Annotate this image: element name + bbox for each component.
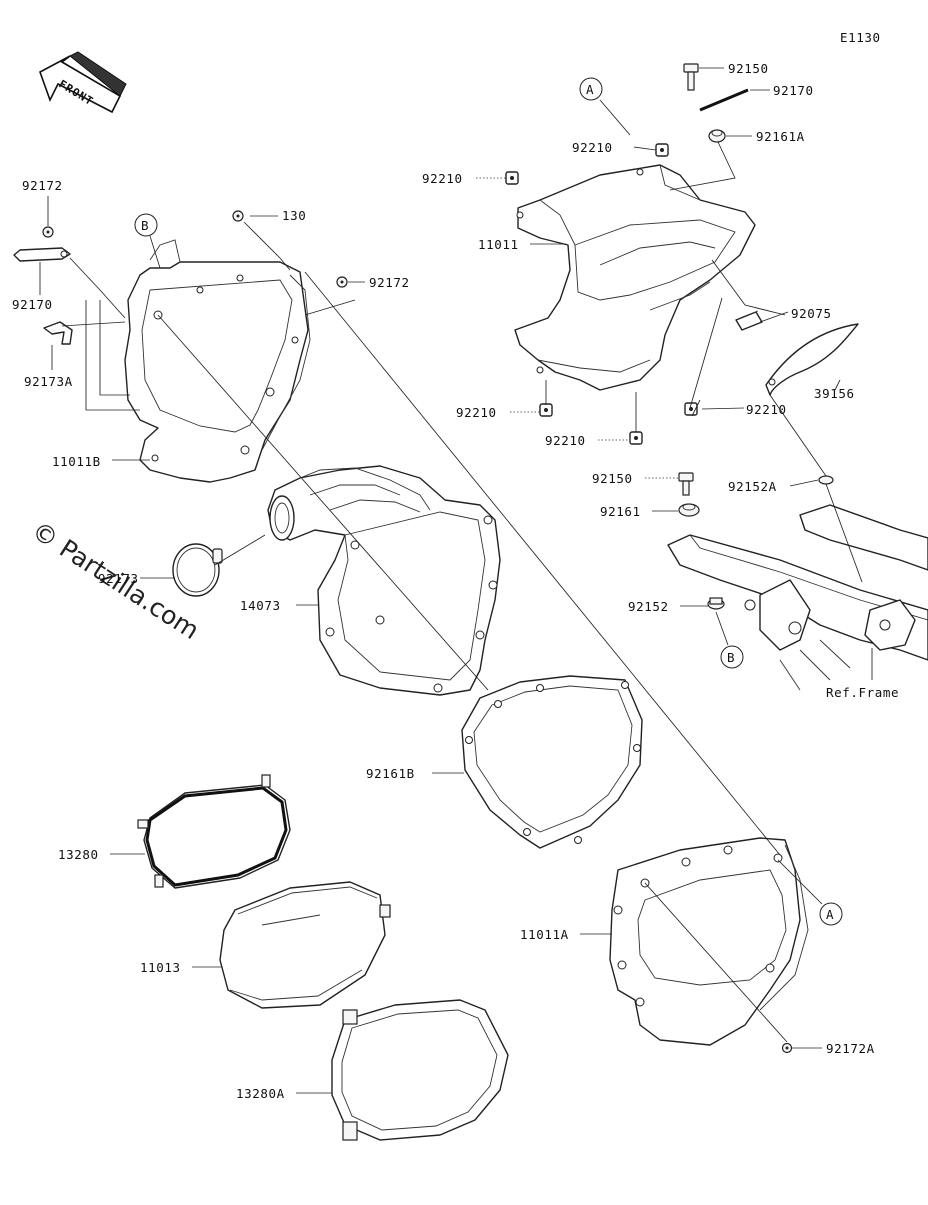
label-92172-top[interactable]: 92172 bbox=[22, 178, 63, 193]
part-130-bolt[interactable] bbox=[232, 210, 244, 222]
part-92173a-clip[interactable] bbox=[43, 321, 73, 345]
callout-b-left: B bbox=[134, 213, 158, 237]
label-92173a[interactable]: 92173A bbox=[24, 374, 73, 389]
part-92150-bolt-mid[interactable] bbox=[678, 472, 694, 496]
callout-a-top: A bbox=[579, 77, 603, 101]
label-92210-d[interactable]: 92210 bbox=[545, 433, 586, 448]
part-13280-frame[interactable] bbox=[137, 774, 291, 889]
part-14073-air-duct[interactable] bbox=[267, 465, 501, 696]
part-13280a-frame[interactable] bbox=[331, 999, 509, 1141]
part-92210-clip-d[interactable] bbox=[629, 431, 643, 445]
label-92075[interactable]: 92075 bbox=[791, 306, 832, 321]
label-ref-frame: Ref.Frame bbox=[826, 685, 899, 700]
label-11013[interactable]: 11013 bbox=[140, 960, 181, 975]
leader-lines bbox=[39, 67, 873, 1094]
label-92170-right[interactable]: 92170 bbox=[773, 83, 814, 98]
label-92173[interactable]: 92173 bbox=[98, 571, 139, 586]
label-92152[interactable]: 92152 bbox=[628, 599, 669, 614]
part-92161-grommet[interactable] bbox=[678, 503, 700, 517]
svg-text:A: A bbox=[826, 907, 834, 922]
part-92075-grommet[interactable] bbox=[735, 310, 763, 331]
label-92150-mid[interactable]: 92150 bbox=[592, 471, 633, 486]
part-11011b-plate[interactable] bbox=[124, 239, 311, 483]
label-92170-left[interactable]: 92170 bbox=[12, 297, 53, 312]
label-130[interactable]: 130 bbox=[282, 208, 306, 223]
label-92161a[interactable]: 92161A bbox=[756, 129, 805, 144]
label-92172-mid[interactable]: 92172 bbox=[369, 275, 410, 290]
svg-text:A: A bbox=[586, 82, 594, 97]
part-92161b-gasket[interactable] bbox=[461, 675, 643, 849]
label-92210-c[interactable]: 92210 bbox=[456, 405, 497, 420]
part-92172-screw-top[interactable] bbox=[42, 226, 54, 238]
part-92170-strap-left[interactable] bbox=[13, 247, 71, 262]
part-92152a-collar[interactable] bbox=[818, 475, 834, 485]
label-92150-top[interactable]: 92150 bbox=[728, 61, 769, 76]
label-92210-e[interactable]: 92210 bbox=[746, 402, 787, 417]
part-92152-collar[interactable] bbox=[707, 597, 725, 610]
part-92210-clip-b[interactable] bbox=[505, 171, 519, 185]
label-13280a[interactable]: 13280A bbox=[236, 1086, 285, 1101]
part-11011-cover[interactable] bbox=[514, 164, 756, 391]
label-92172a[interactable]: 92172A bbox=[826, 1041, 875, 1056]
label-92161[interactable]: 92161 bbox=[600, 504, 641, 519]
front-arrow-icon: FRONT bbox=[39, 51, 127, 114]
part-92210-clip-a[interactable] bbox=[655, 143, 669, 157]
frame-reference bbox=[667, 504, 928, 691]
svg-text:B: B bbox=[141, 218, 149, 233]
diagram-code: E1130 bbox=[840, 30, 881, 45]
svg-text:B: B bbox=[727, 650, 735, 665]
part-92170-rod-right[interactable] bbox=[699, 88, 749, 112]
part-92172a-screw[interactable] bbox=[781, 1042, 793, 1054]
part-92210-clip-c[interactable] bbox=[539, 403, 553, 417]
part-labels: 92172 92170 92173A 11011B 130 92172 9217… bbox=[12, 61, 899, 1101]
label-11011b[interactable]: 11011B bbox=[52, 454, 101, 469]
part-39156-seal[interactable] bbox=[765, 323, 859, 396]
label-11011a[interactable]: 11011A bbox=[520, 927, 569, 942]
label-92161b[interactable]: 92161B bbox=[366, 766, 415, 781]
label-92210-a[interactable]: 92210 bbox=[572, 140, 613, 155]
label-13280[interactable]: 13280 bbox=[58, 847, 99, 862]
label-39156[interactable]: 39156 bbox=[814, 386, 855, 401]
part-11011a-plate[interactable] bbox=[609, 837, 809, 1046]
label-11011[interactable]: 11011 bbox=[478, 237, 519, 252]
part-11013-filter-element[interactable] bbox=[219, 881, 391, 1009]
callout-b-right: B bbox=[720, 645, 744, 669]
label-92210-b[interactable]: 92210 bbox=[422, 171, 463, 186]
part-92173-clamp[interactable] bbox=[172, 543, 223, 597]
part-92150-bolt-top[interactable] bbox=[683, 63, 699, 91]
part-92161a-grommet[interactable] bbox=[708, 129, 726, 143]
part-92172-screw-mid[interactable] bbox=[336, 276, 348, 288]
callout-a-right: A bbox=[819, 902, 843, 926]
label-14073[interactable]: 14073 bbox=[240, 598, 281, 613]
label-92152a[interactable]: 92152A bbox=[728, 479, 777, 494]
